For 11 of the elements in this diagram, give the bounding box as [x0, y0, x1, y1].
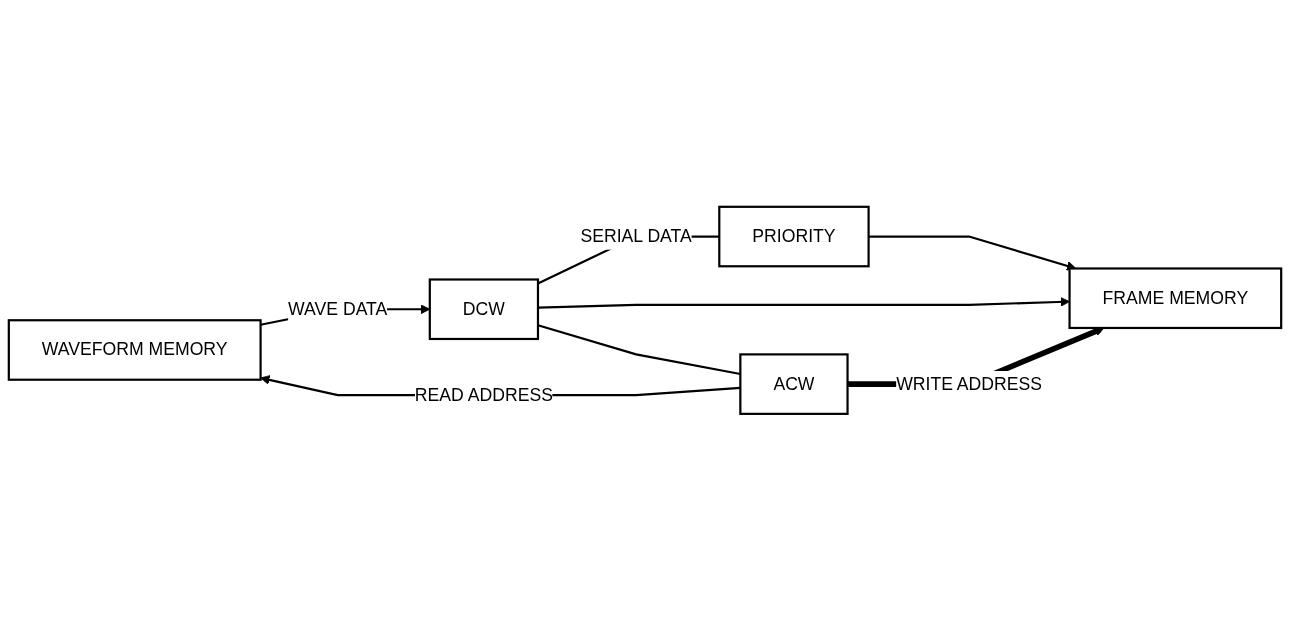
edge-label: SERIAL DATA — [580, 226, 692, 246]
arrow — [537, 297, 1070, 309]
node-box: WAVEFORM MEMORY — [7, 319, 262, 381]
node-box: ACW — [739, 353, 849, 416]
edge-label: WRITE ADDRESS — [896, 374, 1043, 394]
node-box: DCW — [428, 278, 540, 341]
node-box: PRIORITY — [718, 205, 870, 268]
edge-label: READ ADDRESS — [414, 385, 553, 405]
edge-label: WAVE DATA — [288, 299, 388, 319]
node-box: FRAME MEMORY — [1068, 267, 1283, 330]
connector — [537, 324, 741, 376]
